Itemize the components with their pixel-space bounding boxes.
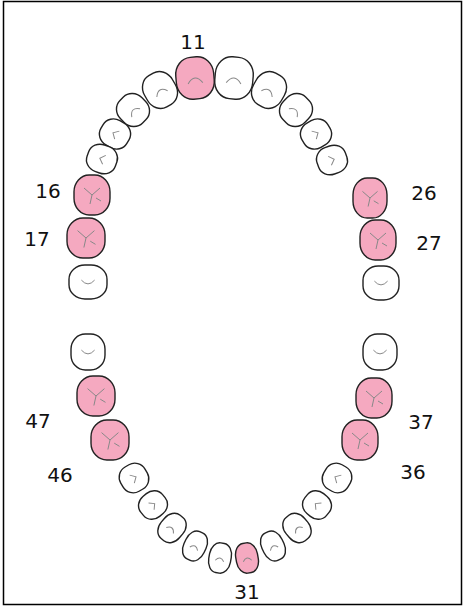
tooth-groove (312, 129, 321, 139)
tooth-number: 17 (24, 229, 49, 249)
tooth-outline (69, 265, 107, 299)
tooth-outline (257, 528, 290, 564)
tooth-groove (190, 544, 199, 550)
tooth (77, 376, 115, 416)
tooth (179, 528, 212, 564)
tooth-groove (111, 129, 120, 139)
tooth-outline (318, 459, 356, 497)
tooth-groove (81, 280, 94, 284)
tooth-groove (269, 544, 278, 550)
tooth-outline (234, 541, 261, 574)
tooth-outline (77, 376, 115, 416)
tooth-outline (342, 420, 378, 460)
tooth (115, 459, 153, 497)
tooth (213, 55, 255, 100)
tooth (342, 420, 378, 460)
tooth (67, 218, 105, 258)
tooth-groove (352, 433, 369, 449)
tooth-outline (91, 420, 129, 460)
tooth-number: 47 (25, 411, 50, 431)
tooth-number: 27 (416, 233, 441, 253)
tooth (353, 178, 387, 218)
tooth (363, 266, 399, 300)
tooth-outline (71, 334, 105, 370)
tooth-groove (328, 155, 336, 165)
tooth-groove (226, 77, 241, 84)
tooth-groove (188, 77, 203, 84)
tooth-groove (98, 154, 106, 164)
tooth (234, 541, 261, 574)
tooth-groove (373, 350, 386, 354)
tooth-outline (356, 378, 392, 418)
tooth (356, 378, 392, 418)
tooth-groove (313, 500, 322, 509)
tooth-outline (179, 528, 212, 564)
tooth-groove (130, 473, 139, 483)
tooth (360, 220, 396, 260)
tooth-outline (67, 218, 105, 258)
tooth-groove (374, 281, 387, 285)
tooth-groove (243, 557, 252, 561)
tooth-outline (174, 55, 216, 100)
teeth-group (67, 55, 399, 574)
tooth-outline (353, 178, 387, 218)
tooth-groove (370, 233, 387, 249)
tooth-groove (289, 106, 300, 117)
tooth-outline (207, 541, 234, 574)
tooth-groove (129, 106, 140, 117)
tooth-groove (215, 557, 224, 561)
tooth-outline (83, 141, 121, 178)
tooth-outline (115, 459, 153, 497)
tooth-groove (81, 350, 94, 354)
tooth-groove (366, 391, 383, 407)
tooth-number: 11 (180, 32, 205, 52)
tooth-outline (313, 142, 351, 179)
tooth-outline (360, 220, 396, 260)
tooth-number: 37 (408, 412, 433, 432)
tooth (207, 541, 234, 574)
tooth-outline (213, 55, 255, 100)
tooth (71, 334, 105, 370)
tooth-groove (261, 87, 274, 97)
tooth (363, 334, 397, 370)
tooth (313, 142, 351, 179)
tooth (174, 55, 216, 100)
frame (4, 2, 462, 605)
tooth-outline (363, 266, 399, 300)
tooth-groove (78, 231, 96, 248)
tooth-outline (363, 334, 397, 370)
tooth (318, 459, 356, 497)
tooth-groove (333, 473, 342, 483)
tooth-outline (74, 175, 110, 215)
tooth-number: 26 (411, 183, 436, 203)
tooth-groove (293, 525, 302, 534)
tooth (91, 420, 129, 460)
tooth-groove (149, 500, 158, 509)
tooth-groove (102, 433, 120, 450)
tooth (278, 509, 316, 547)
tooth-groove (84, 188, 101, 204)
tooth-number: 36 (400, 462, 425, 482)
tooth-number: 16 (35, 181, 60, 201)
tooth (257, 528, 290, 564)
tooth-groove (88, 389, 106, 406)
tooth-number: 46 (47, 465, 72, 485)
tooth-groove (155, 87, 168, 97)
tooth-groove (362, 191, 378, 206)
tooth (69, 265, 107, 299)
tooth-groove (166, 525, 175, 534)
tooth-number: 31 (234, 582, 259, 602)
tooth (83, 141, 121, 178)
tooth-outline (278, 509, 316, 547)
tooth (74, 175, 110, 215)
